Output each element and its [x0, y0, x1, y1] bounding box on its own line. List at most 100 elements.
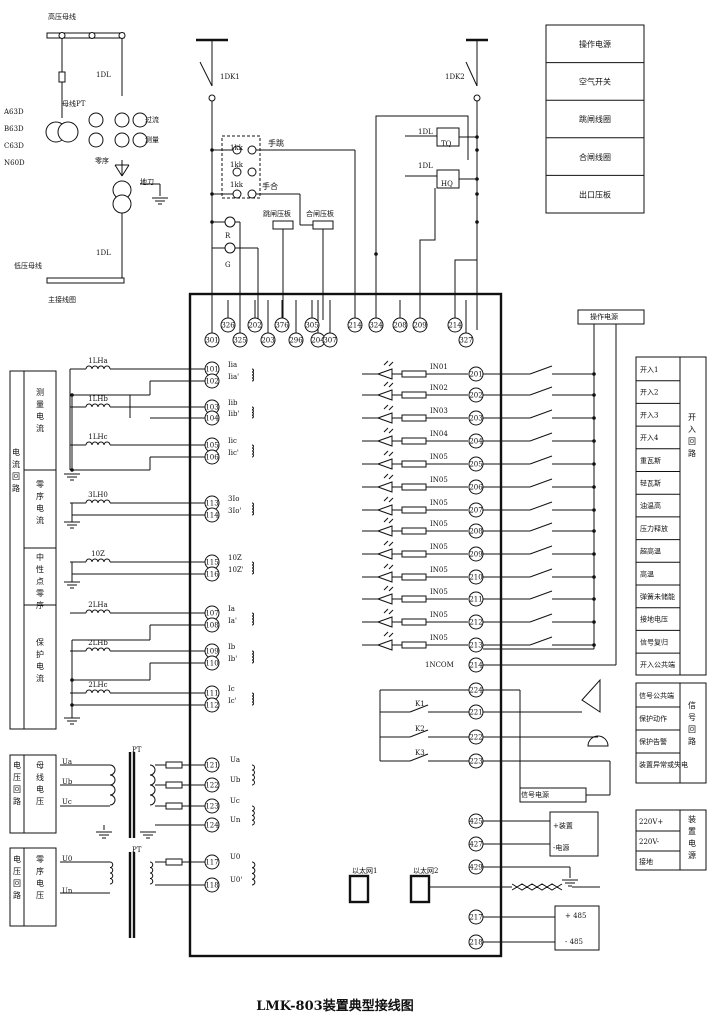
junction-dot: [592, 552, 596, 556]
voltage-terminal-122-label: 122: [205, 782, 218, 790]
v-phase-ub: Ub: [62, 778, 73, 786]
binary-legend-item: 开入1: [640, 366, 658, 374]
bi-terminal-203-circle: [468, 410, 484, 426]
left-group-neutral: 性: [36, 564, 44, 574]
junction-dot: [592, 575, 596, 579]
left-outer-frame: [9, 370, 57, 730]
voltage-outer-label: 压: [13, 867, 21, 876]
power-box: [549, 811, 599, 857]
voltage-terminal-117-label: 117: [205, 859, 218, 867]
supply-legend-title: 电: [688, 838, 696, 848]
top-terminal-296-label: 296: [289, 337, 303, 345]
bi-label: IN05: [430, 476, 448, 484]
pt-coil: [149, 861, 154, 885]
junction-dot: [592, 597, 596, 601]
current-terminal-110-circle: [204, 655, 220, 671]
signal-legend-frame: [635, 682, 707, 784]
top-terminal-307-circle: [322, 332, 338, 348]
bi-terminal-204-label: 204: [469, 438, 483, 446]
left-outer-label: 电: [12, 447, 20, 457]
bi-label: IN01: [430, 363, 448, 371]
junction-dot: [70, 703, 74, 707]
opto-led-icon: [376, 525, 393, 537]
voltage-group-frame: [23, 847, 57, 927]
legend-item: 空气开关: [579, 77, 611, 87]
bi-terminal-201-circle: [468, 366, 484, 382]
signal-legend-item: 保护动作: [639, 714, 667, 723]
v-phase-uc: Uc: [62, 798, 72, 806]
legend-item: 合闸线圈: [579, 152, 611, 162]
supply-legend-title: 源: [688, 851, 696, 860]
signal-terminal-223-label: 223: [469, 758, 482, 766]
power-plus-label: +装置: [553, 821, 573, 830]
voltage-fuse: [165, 858, 183, 866]
v-phase-ua: Ua: [62, 758, 72, 766]
ct-label-3: 3LH0: [88, 491, 108, 499]
junction-dot: [475, 135, 479, 139]
top-terminal-296-circle: [288, 332, 304, 348]
rs485-minus-label: - 485: [565, 938, 583, 946]
left-outer-label: 回: [12, 472, 20, 481]
voltage-outer-label: 路: [13, 796, 21, 806]
kk-contact: [247, 145, 257, 155]
wire: [529, 568, 553, 578]
pt-fuse: [58, 71, 66, 83]
junction-dot: [210, 148, 214, 152]
zero-seq-label: 零序: [95, 156, 109, 165]
junction-dot: [475, 220, 479, 224]
bi-label: IN03: [430, 407, 448, 415]
wire: [529, 386, 553, 396]
top-terminal-208-circle: [392, 317, 408, 333]
binary-legend-item: 信号复归: [640, 637, 668, 646]
ct-ring: [132, 112, 148, 128]
bus-node: [58, 32, 66, 39]
junction-dot: [592, 372, 596, 376]
supply-legend-item: 接地: [639, 857, 653, 866]
ct-label-1: 1LHb: [88, 395, 108, 403]
bi-label: IN05: [430, 588, 448, 596]
current-terminal-116-circle: [204, 566, 220, 582]
wire: [529, 545, 553, 555]
current-terminal-106-circle: [204, 449, 220, 465]
bi-label: IN05: [430, 520, 448, 528]
bi-resistor: [401, 595, 427, 603]
switch-1-label: 1DK1: [220, 73, 240, 81]
wire: [529, 365, 553, 375]
current-terminal-104-circle: [204, 410, 220, 426]
junction-dot: [475, 177, 479, 181]
current-terminal-115-label: 115: [205, 559, 218, 567]
voltage-group-zero: 零: [36, 855, 44, 864]
bi-resistor: [401, 370, 427, 378]
bi-terminal-205-label: 205: [469, 461, 482, 469]
wire: [529, 409, 553, 419]
wire: [121, 164, 130, 177]
current-coil: [251, 406, 254, 419]
voltage-input-label: U0: [230, 853, 240, 861]
voltage-terminal-117-circle: [204, 854, 220, 870]
v-phase-u0: U0: [62, 855, 72, 863]
left-group-protect: 保: [36, 637, 44, 647]
v-phase-un: Un: [62, 887, 73, 895]
bi-terminal-207-circle: [468, 502, 484, 518]
opto-led-icon: [376, 412, 393, 424]
voltage-outer-label: 回: [13, 879, 21, 888]
opto-arrow: [383, 404, 394, 411]
supply-legend-frame: [635, 809, 707, 871]
current-terminal-108-circle: [204, 617, 220, 633]
top-terminal-203-label: 203: [261, 337, 274, 345]
bi-terminal-211-circle: [468, 591, 484, 607]
trip-plate-label: 跳闸压板: [263, 209, 291, 218]
ct-ring: [88, 132, 104, 148]
binary-legend-item: 开入2: [640, 389, 658, 397]
signal-terminal-222-label: 222: [469, 734, 482, 742]
left-group-measure: 量: [36, 400, 44, 409]
opto-led-icon: [376, 435, 393, 447]
ethernet-2-port-icon: [409, 874, 431, 904]
junction-dot: [374, 252, 378, 256]
rs485-box: [554, 905, 600, 951]
bi-terminal-208-circle: [468, 523, 484, 539]
junction-dot: [592, 439, 596, 443]
coil-tq-label: TQ: [441, 140, 452, 148]
opto-arrow: [383, 450, 394, 457]
kk-contact: [247, 189, 257, 199]
